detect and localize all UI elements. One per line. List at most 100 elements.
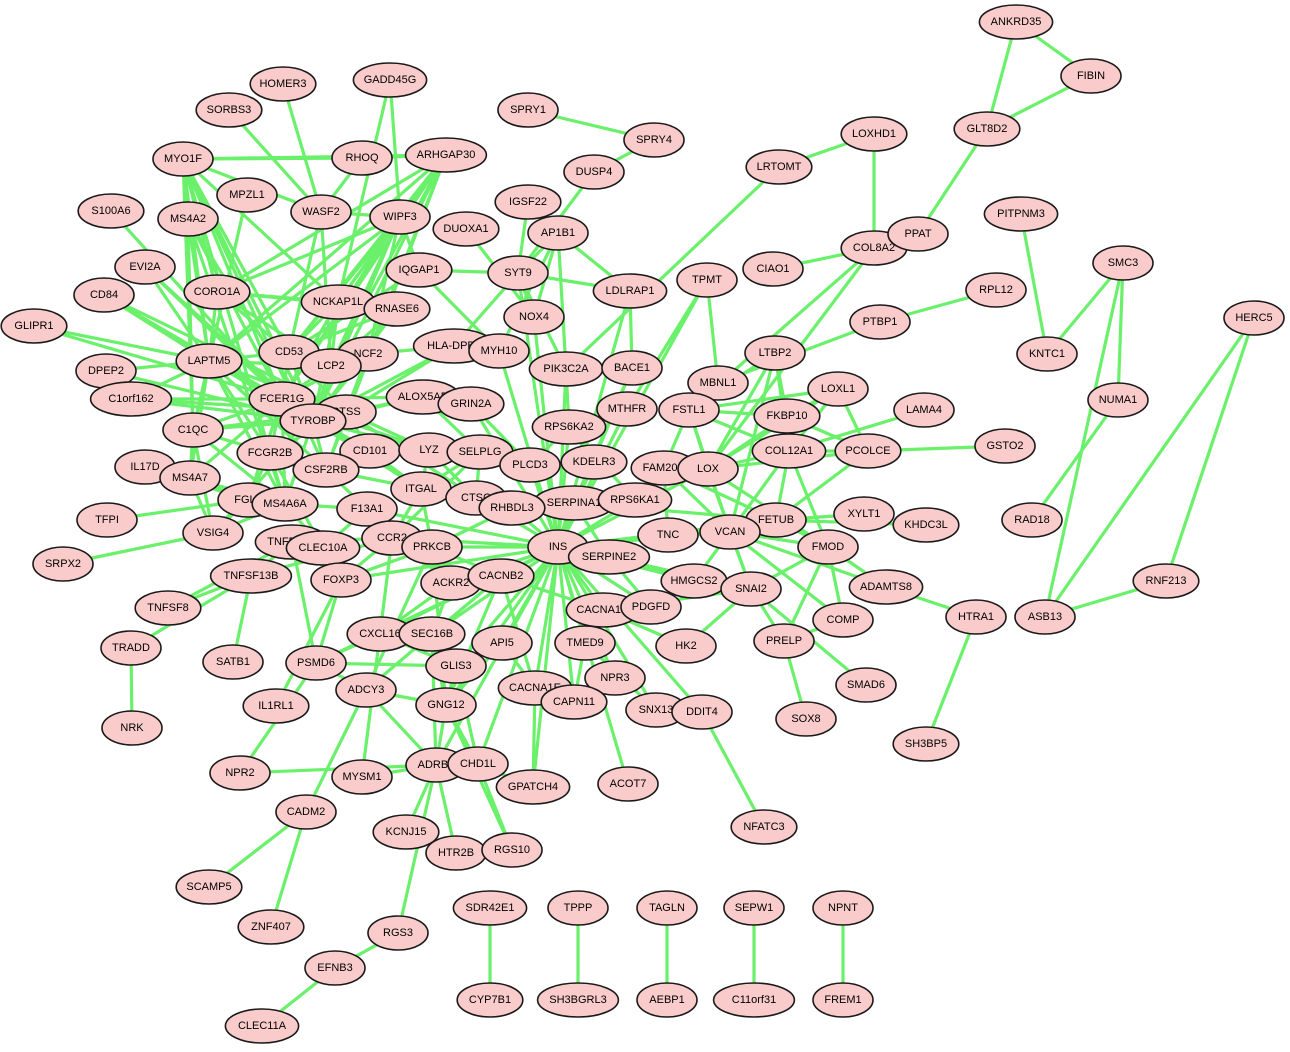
node-ldlrap1[interactable]: LDLRAP1 bbox=[592, 273, 668, 309]
node-vcan[interactable]: VCAN bbox=[699, 514, 761, 550]
node-adamts8[interactable]: ADAMTS8 bbox=[848, 569, 924, 605]
node-itgal[interactable]: ITGAL bbox=[390, 471, 452, 507]
node-clec10a[interactable]: CLEC10A bbox=[285, 530, 361, 566]
node-aebp1[interactable]: AEBP1 bbox=[636, 982, 698, 1018]
node-adcy3[interactable]: ADCY3 bbox=[335, 672, 397, 708]
node-il1rl1[interactable]: IL1RL1 bbox=[242, 688, 310, 724]
node-grin2a[interactable]: GRIN2A bbox=[437, 386, 505, 422]
node-rad18[interactable]: RAD18 bbox=[1001, 502, 1063, 538]
node-wipf3[interactable]: WIPF3 bbox=[369, 199, 431, 235]
node-tfpi[interactable]: TFPI bbox=[76, 502, 138, 538]
node-pitpnm3[interactable]: PITPNM3 bbox=[983, 196, 1059, 232]
node-ptbp1[interactable]: PTBP1 bbox=[849, 304, 911, 340]
node-rhoq[interactable]: RHOQ bbox=[331, 140, 393, 176]
node-nox4[interactable]: NOX4 bbox=[503, 299, 565, 335]
node-ciao1[interactable]: CIAO1 bbox=[742, 251, 804, 287]
node-fmod[interactable]: FMOD bbox=[797, 529, 859, 565]
node-loxl1[interactable]: LOXL1 bbox=[807, 371, 869, 407]
node-tagln[interactable]: TAGLN bbox=[636, 890, 698, 926]
node-rgs10[interactable]: RGS10 bbox=[481, 832, 543, 868]
node-tpmt[interactable]: TPMT bbox=[676, 262, 738, 298]
node-col12a1[interactable]: COL12A1 bbox=[751, 433, 827, 469]
node-npr2[interactable]: NPR2 bbox=[209, 755, 271, 791]
node-iqgap1[interactable]: IQGAP1 bbox=[385, 252, 453, 288]
node-tnc[interactable]: TNC bbox=[637, 517, 699, 553]
node-coro1a[interactable]: CORO1A bbox=[183, 274, 251, 310]
node-lox[interactable]: LOX bbox=[677, 451, 739, 487]
node-efnb3[interactable]: EFNB3 bbox=[304, 950, 366, 986]
node-prelp[interactable]: PRELP bbox=[753, 623, 815, 659]
node-cyp7b1[interactable]: CYP7B1 bbox=[456, 982, 524, 1018]
node-rnase6[interactable]: RNASE6 bbox=[363, 291, 431, 327]
node-sec16b[interactable]: SEC16B bbox=[398, 616, 466, 652]
node-rgs3[interactable]: RGS3 bbox=[367, 915, 429, 951]
node-igsf22[interactable]: IGSF22 bbox=[494, 184, 562, 220]
node-cacna1g[interactable]: CACNA1G bbox=[565, 592, 641, 628]
node-srpx2[interactable]: SRPX2 bbox=[32, 546, 94, 582]
node-asb13[interactable]: ASB13 bbox=[1014, 599, 1076, 635]
node-npr3[interactable]: NPR3 bbox=[584, 660, 646, 696]
node-mpzl1[interactable]: MPZL1 bbox=[216, 177, 278, 213]
node-tradd[interactable]: TRADD bbox=[100, 630, 162, 666]
node-serpina1[interactable]: SERPINA1 bbox=[532, 485, 616, 521]
node-acot7[interactable]: ACOT7 bbox=[597, 766, 659, 802]
node-rhbdl3[interactable]: RHBDL3 bbox=[478, 490, 546, 526]
node-npnt[interactable]: NPNT bbox=[812, 890, 874, 926]
node-nckap1l[interactable]: NCKAP1L bbox=[300, 284, 376, 320]
node-ms4a7[interactable]: MS4A7 bbox=[159, 460, 221, 496]
node-htr2b[interactable]: HTR2B bbox=[425, 835, 487, 871]
node-smad6[interactable]: SMAD6 bbox=[835, 667, 897, 703]
node-fetub[interactable]: FETUB bbox=[745, 502, 807, 538]
node-col8a2[interactable]: COL8A2 bbox=[840, 230, 908, 266]
node-cd101[interactable]: CD101 bbox=[339, 433, 401, 469]
node-foxp3[interactable]: FOXP3 bbox=[310, 562, 372, 598]
node-znf407[interactable]: ZNF407 bbox=[237, 909, 305, 945]
node-api5[interactable]: API5 bbox=[471, 625, 533, 661]
node-sh3bp5[interactable]: SH3BP5 bbox=[892, 726, 960, 762]
node-mysm1[interactable]: MYSM1 bbox=[331, 759, 393, 795]
node-numa1[interactable]: NUMA1 bbox=[1087, 382, 1149, 418]
node-cd84[interactable]: CD84 bbox=[73, 277, 135, 313]
node-mthfr[interactable]: MTHFR bbox=[596, 391, 658, 427]
node-dusp4[interactable]: DUSP4 bbox=[563, 154, 625, 190]
node-hmgcs2[interactable]: HMGCS2 bbox=[660, 563, 728, 599]
node-pik3c2a[interactable]: PIK3C2A bbox=[528, 351, 604, 387]
node-xylt1[interactable]: XYLT1 bbox=[833, 496, 895, 532]
node-laptm5[interactable]: LAPTM5 bbox=[175, 343, 243, 379]
node-c11orf31[interactable]: C11orf31 bbox=[712, 982, 796, 1018]
node-rps6ka1[interactable]: RPS6KA1 bbox=[597, 482, 673, 518]
node-arhgap30[interactable]: ARHGAP30 bbox=[404, 137, 488, 173]
node-sorbs3[interactable]: SORBS3 bbox=[195, 92, 263, 128]
node-glt8d2[interactable]: GLT8D2 bbox=[953, 111, 1021, 147]
node-tnfsf8[interactable]: TNFSF8 bbox=[134, 590, 202, 626]
node-prkcb[interactable]: PRKCB bbox=[401, 529, 463, 565]
node-vsig4[interactable]: VSIG4 bbox=[182, 515, 244, 551]
node-ddit4[interactable]: DDIT4 bbox=[671, 694, 733, 730]
node-ppat[interactable]: PPAT bbox=[887, 216, 949, 252]
node-fcgr2b[interactable]: FCGR2B bbox=[236, 435, 304, 471]
node-ankrd35[interactable]: ANKRD35 bbox=[978, 4, 1054, 40]
node-glipr1[interactable]: GLIPR1 bbox=[0, 308, 68, 344]
node-sdr42e1[interactable]: SDR42E1 bbox=[452, 890, 528, 926]
node-gsto2[interactable]: GSTO2 bbox=[974, 428, 1036, 464]
node-syt9[interactable]: SYT9 bbox=[487, 255, 549, 291]
node-ms4a6a[interactable]: MS4A6A bbox=[251, 486, 319, 522]
node-cacnb2[interactable]: CACNB2 bbox=[467, 558, 535, 594]
node-scamp5[interactable]: SCAMP5 bbox=[175, 869, 243, 905]
node-nfatc3[interactable]: NFATC3 bbox=[730, 809, 798, 845]
node-myh10[interactable]: MYH10 bbox=[468, 333, 530, 369]
node-ackr2[interactable]: ACKR2 bbox=[420, 565, 482, 601]
node-capn11[interactable]: CAPN11 bbox=[540, 684, 608, 720]
node-cadm2[interactable]: CADM2 bbox=[275, 794, 337, 830]
node-selplg[interactable]: SELPLG bbox=[446, 434, 514, 470]
node-kcnj15[interactable]: KCNJ15 bbox=[372, 814, 440, 850]
node-sepw1[interactable]: SEPW1 bbox=[723, 890, 785, 926]
node-glis3[interactable]: GLIS3 bbox=[425, 648, 487, 684]
node-f13a1[interactable]: F13A1 bbox=[336, 491, 398, 527]
node-khdc3l[interactable]: KHDC3L bbox=[892, 507, 960, 543]
node-frem1[interactable]: FREM1 bbox=[812, 982, 874, 1018]
node-comp[interactable]: COMP bbox=[812, 602, 874, 638]
node-rnf213[interactable]: RNF213 bbox=[1132, 563, 1200, 599]
node-rpl12[interactable]: RPL12 bbox=[965, 272, 1027, 308]
node-lrtomt[interactable]: LRTOMT bbox=[745, 149, 813, 185]
